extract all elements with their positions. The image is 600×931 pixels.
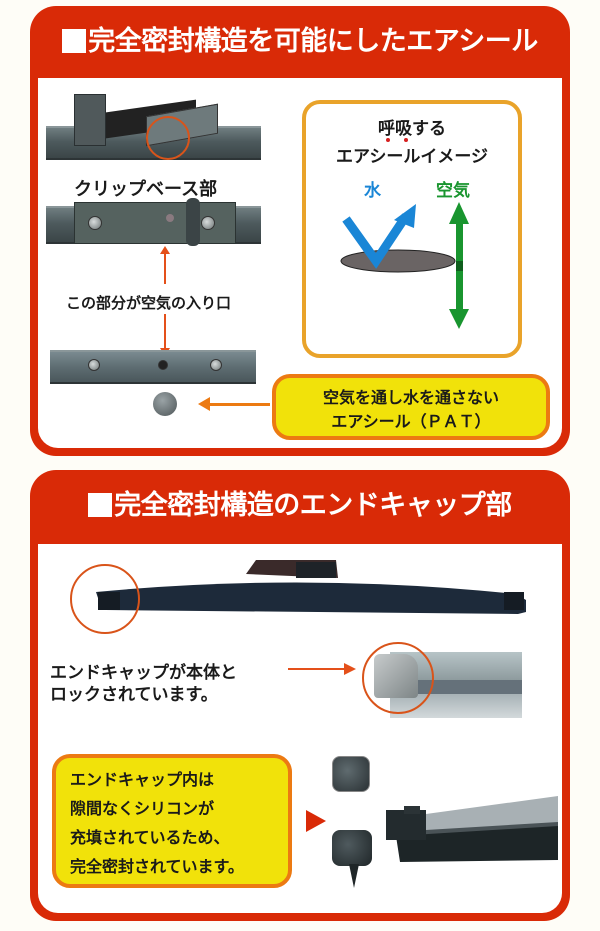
end-cap-highlight-circle (362, 642, 434, 714)
air-inlet-bottom-photo (50, 350, 256, 386)
section-title-text: 完全密封構造のエンドキャップ部 (114, 490, 512, 521)
highlight-circle (146, 116, 190, 160)
lock-text-line1: エンドキャップが本体と (50, 663, 237, 683)
air-label: 空気 (436, 181, 470, 201)
square-bullet-icon (88, 493, 113, 517)
silicone-callout-line4: 完全密封されています。 (70, 857, 244, 876)
clip-base-label: クリップベース部 (74, 179, 218, 200)
square-bullet-icon (62, 29, 87, 53)
silicone-callout: エンドキャップ内は 隙間なくシリコンが 充填されているため、 完全密封されていま… (52, 754, 292, 888)
silicone-callout-line2: 隙間なくシリコンが (70, 799, 215, 818)
pat-callout-line1: 空気を通し水を通さない (322, 388, 499, 407)
arrow-up-icon (164, 248, 166, 284)
pat-callout-line2: エアシール（ＰＡＴ） (331, 412, 491, 431)
end-cap-panel: 完全密封構造のエンドキャップ部 エンドキャップが本体と ロックされています。 (30, 470, 570, 921)
end-cap-content: エンドキャップが本体と ロックされています。 エンドキャップ内は 隙間なくシリコ… (38, 544, 562, 913)
water-bounce-arrow-icon (340, 202, 469, 329)
lock-text-line2: ロックされています。 (50, 685, 218, 705)
silicone-callout-line3: 充填されているため、 (70, 828, 230, 847)
water-label: 水 (364, 181, 381, 201)
play-arrow-icon (306, 810, 326, 832)
section-title-end-cap: 完全密封構造のエンドキャップ部 (30, 470, 570, 542)
end-cap-closeup-photo (360, 642, 522, 718)
end-cap-silicone-photo (332, 830, 372, 866)
air-inlet-top-photo (46, 198, 261, 246)
blade-end-photo (386, 796, 558, 864)
air-seal-panel: 完全密封構造を可能にしたエアシール クリップベース部 この部分が空気の入り口 (30, 6, 570, 456)
clip-base-photo (46, 88, 261, 160)
pointer-arrow-icon (288, 668, 344, 670)
end-cap-top-photo (332, 756, 370, 792)
end-cap-highlight-circle (70, 564, 140, 634)
diagram-title-line2: エアシールイメージ (336, 147, 488, 167)
breathing-seal-diagram: 呼吸する エアシールイメージ 水 空気 (302, 100, 522, 358)
air-seal-content: クリップベース部 この部分が空気の入り口 呼吸する (38, 78, 562, 448)
wiper-blade-photo (56, 552, 546, 634)
pat-callout: 空気を通し水を通さない エアシール（ＰＡＴ） (272, 374, 550, 440)
section-title-air-seal: 完全密封構造を可能にしたエアシール (30, 6, 570, 78)
section-title-text: 完全密封構造を可能にしたエアシール (88, 26, 538, 57)
pointer-arrow-icon (208, 403, 270, 406)
arrow-down-icon (164, 314, 166, 350)
air-inlet-label: この部分が空気の入り口 (66, 294, 232, 312)
diagram-title-line1: 呼吸する (378, 119, 446, 139)
silicone-callout-line1: エンドキャップ内は (70, 770, 215, 789)
pat-plug-photo (153, 392, 177, 416)
